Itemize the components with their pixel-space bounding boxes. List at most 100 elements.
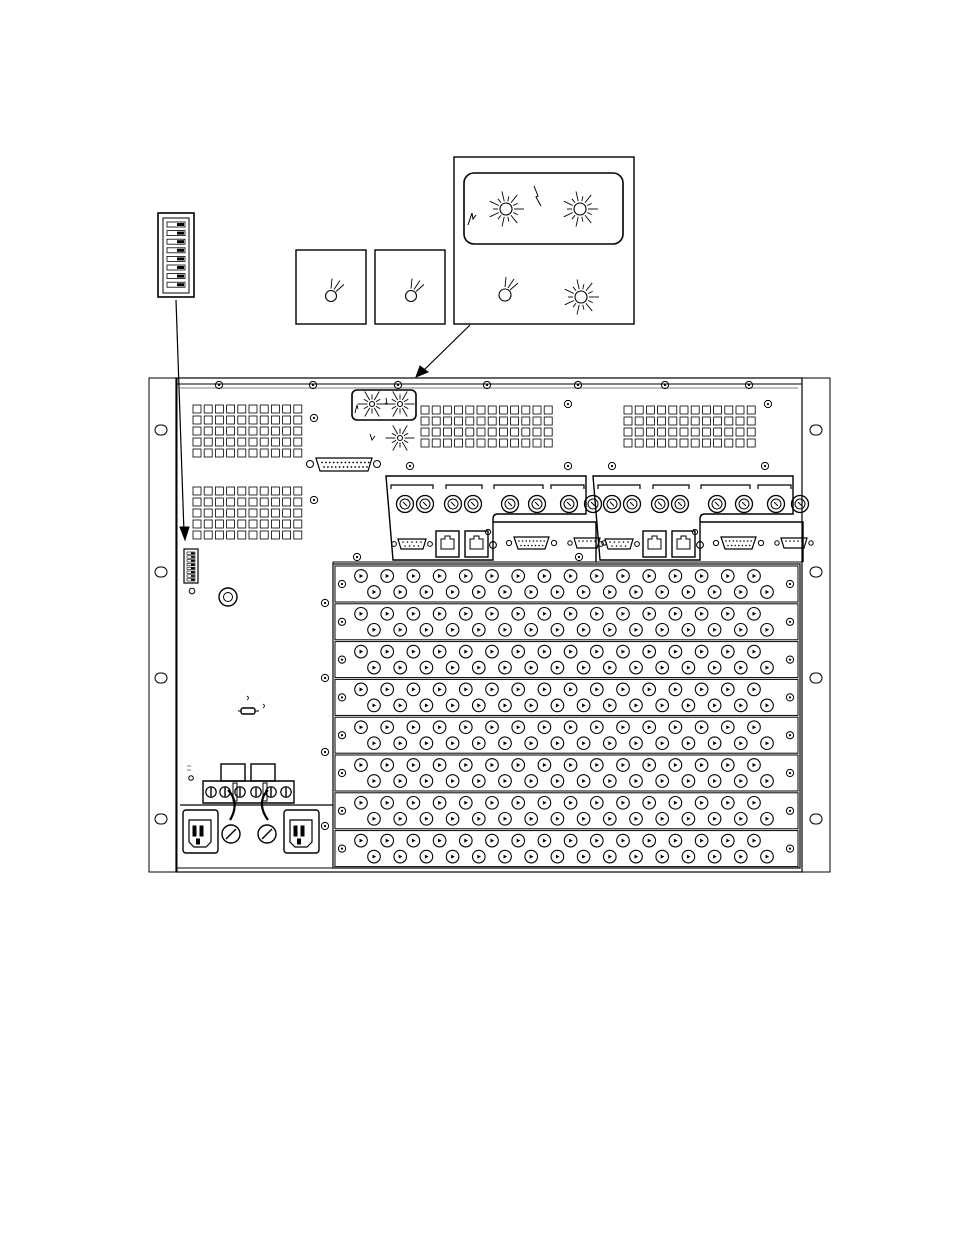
rack-ear-slot (155, 673, 167, 683)
vent-grille (421, 406, 552, 447)
bnc-connector (768, 496, 785, 513)
bnc-connector (708, 775, 721, 788)
panel-screw (786, 769, 793, 776)
bnc-connector (460, 645, 473, 658)
panel-screw (338, 769, 345, 776)
db25-pin (345, 462, 347, 464)
bnc-connector (486, 759, 499, 772)
bnc-connector (669, 570, 682, 583)
bnc-connector (525, 775, 538, 788)
bnc-connector (708, 699, 721, 712)
bnc-connector (433, 721, 446, 734)
bnc-connector (761, 586, 774, 599)
bnc-connector (624, 496, 641, 513)
bnc-connector (604, 586, 617, 599)
bnc-connector (722, 683, 735, 696)
bnc-connector (564, 683, 577, 696)
bnc-connector (551, 775, 564, 788)
bnc-connector (538, 797, 551, 810)
db25-pin (366, 466, 368, 468)
panel-screw (761, 462, 768, 469)
db25-pin (347, 466, 349, 468)
bnc-connector (525, 850, 538, 863)
bnc-connector (420, 737, 433, 750)
bnc-connector (355, 834, 368, 847)
bnc-connector (761, 661, 774, 674)
bnc-connector (407, 834, 420, 847)
bnc-connector (748, 683, 761, 696)
bnc-connector (551, 586, 564, 599)
bnc-connector (735, 775, 748, 788)
bnc-connector (669, 608, 682, 621)
module-outline (700, 522, 803, 562)
bnc-connector (604, 850, 617, 863)
dip-switch-callout (158, 213, 194, 297)
db25-pin (360, 462, 362, 464)
bnc-connector (499, 586, 512, 599)
bnc-connector (473, 850, 486, 863)
bnc-connector (446, 850, 459, 863)
bnc-connector (708, 850, 721, 863)
bnc-connector (420, 850, 433, 863)
bnc-connector (617, 797, 630, 810)
led-off-symbol (499, 277, 518, 301)
bnc-connector (486, 683, 499, 696)
bnc-connector (630, 737, 643, 750)
rj45-jack (643, 531, 666, 557)
flash-arrow (385, 398, 387, 404)
panel-screw (786, 694, 793, 701)
bnc-connector (761, 813, 774, 826)
vent-grille (624, 406, 755, 447)
db25-pin (339, 466, 341, 468)
bnc-connector (433, 797, 446, 810)
bnc-connector (420, 699, 433, 712)
bnc-connector (499, 661, 512, 674)
bnc-connector (368, 624, 381, 637)
bnc-connector (529, 496, 546, 513)
bnc-connector (502, 496, 519, 513)
bnc-connector (407, 759, 420, 772)
bnc-connector (446, 737, 459, 750)
bnc-connector (407, 683, 420, 696)
bnc-connector (761, 737, 774, 750)
bnc-connector (473, 624, 486, 637)
bnc-connector (630, 850, 643, 863)
bnc-connector (761, 775, 774, 788)
bnc-connector (420, 775, 433, 788)
db25-pin (358, 466, 360, 468)
bnc-connector (708, 737, 721, 750)
bnc-row (335, 793, 798, 829)
bnc-connector (748, 570, 761, 583)
db25-pin (337, 462, 339, 464)
bnc-connector (460, 608, 473, 621)
dip-toggle (191, 575, 195, 577)
panel-screw (338, 807, 345, 814)
dip-callout-toggle (177, 275, 184, 278)
flash-arrow (534, 186, 541, 206)
bnc-connector (355, 797, 368, 810)
dip-toggle (191, 571, 195, 573)
bnc-connector (564, 608, 577, 621)
bnc-connector (643, 721, 656, 734)
panel-screw (215, 381, 222, 388)
panel-screw (661, 381, 668, 388)
rack-ear-slot (155, 814, 167, 824)
bnc-connector (473, 813, 486, 826)
db15-connector (506, 537, 556, 549)
bnc-connector (486, 645, 499, 658)
bnc-connector (564, 721, 577, 734)
bnc-connector (643, 834, 656, 847)
bnc-connector (792, 496, 809, 513)
bnc-connector (355, 759, 368, 772)
db25-pin (343, 466, 345, 468)
db25-pin (323, 466, 325, 468)
bnc-connector (656, 775, 669, 788)
bnc-connector (446, 775, 459, 788)
rack-ear-slot (155, 425, 167, 435)
bnc-connector (656, 850, 669, 863)
bnc-connector (748, 834, 761, 847)
bnc-connector (643, 608, 656, 621)
status-led (386, 425, 415, 450)
bnc-connector (722, 570, 735, 583)
bnc-connector (630, 813, 643, 826)
